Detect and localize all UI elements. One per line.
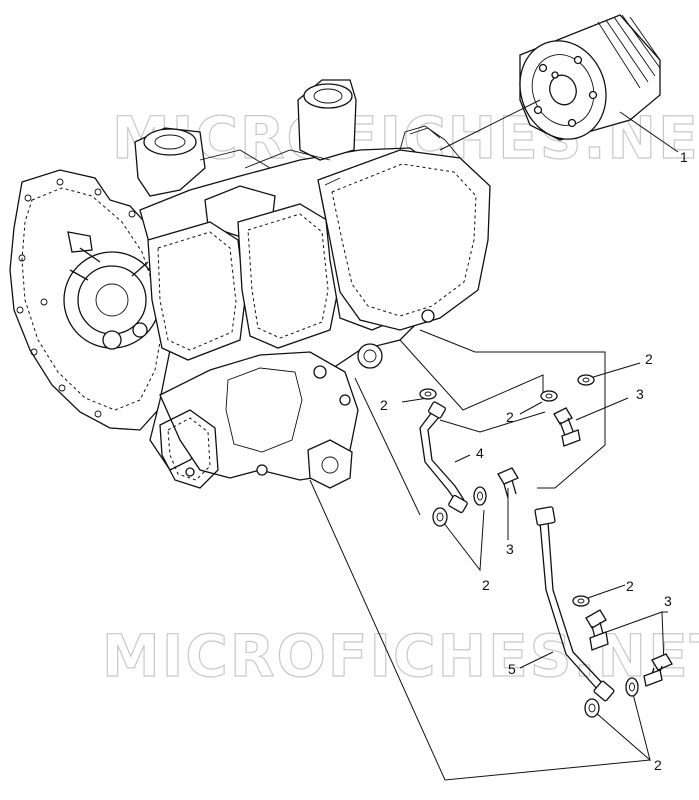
callout-bolt-b: 3: [506, 541, 514, 557]
oil-filter-icon: [519, 14, 661, 141]
callout-washer-d: 2: [482, 577, 490, 593]
washer-icon: [419, 374, 639, 718]
callout-washer-b: 2: [506, 409, 514, 425]
banjo-bolt-icon: [553, 407, 581, 447]
callout-bolt-c: 3: [664, 593, 672, 609]
callout-washer-f: 2: [654, 757, 662, 773]
oil-pipe-icon: [534, 506, 615, 702]
oil-pipe-icon: [419, 401, 468, 514]
callout-bolt-a: 3: [636, 386, 644, 402]
engine-block-icon: [9, 79, 491, 489]
banjo-bolt-icon: [585, 609, 609, 651]
callout-washer-a: 2: [380, 397, 388, 413]
banjo-bolt-icon: [643, 653, 673, 687]
banjo-bolt-icon: [497, 467, 519, 499]
callout-pipe-lower: 5: [508, 661, 516, 677]
leader-lines: [309, 99, 679, 781]
callout-washer-c: 2: [645, 351, 653, 367]
callout-filter: 1: [680, 149, 688, 165]
watermark-bottom: MICROFICHES.NET: [102, 622, 699, 690]
callout-washer-e: 2: [626, 578, 634, 594]
callout-pipe-upper: 4: [476, 445, 484, 461]
